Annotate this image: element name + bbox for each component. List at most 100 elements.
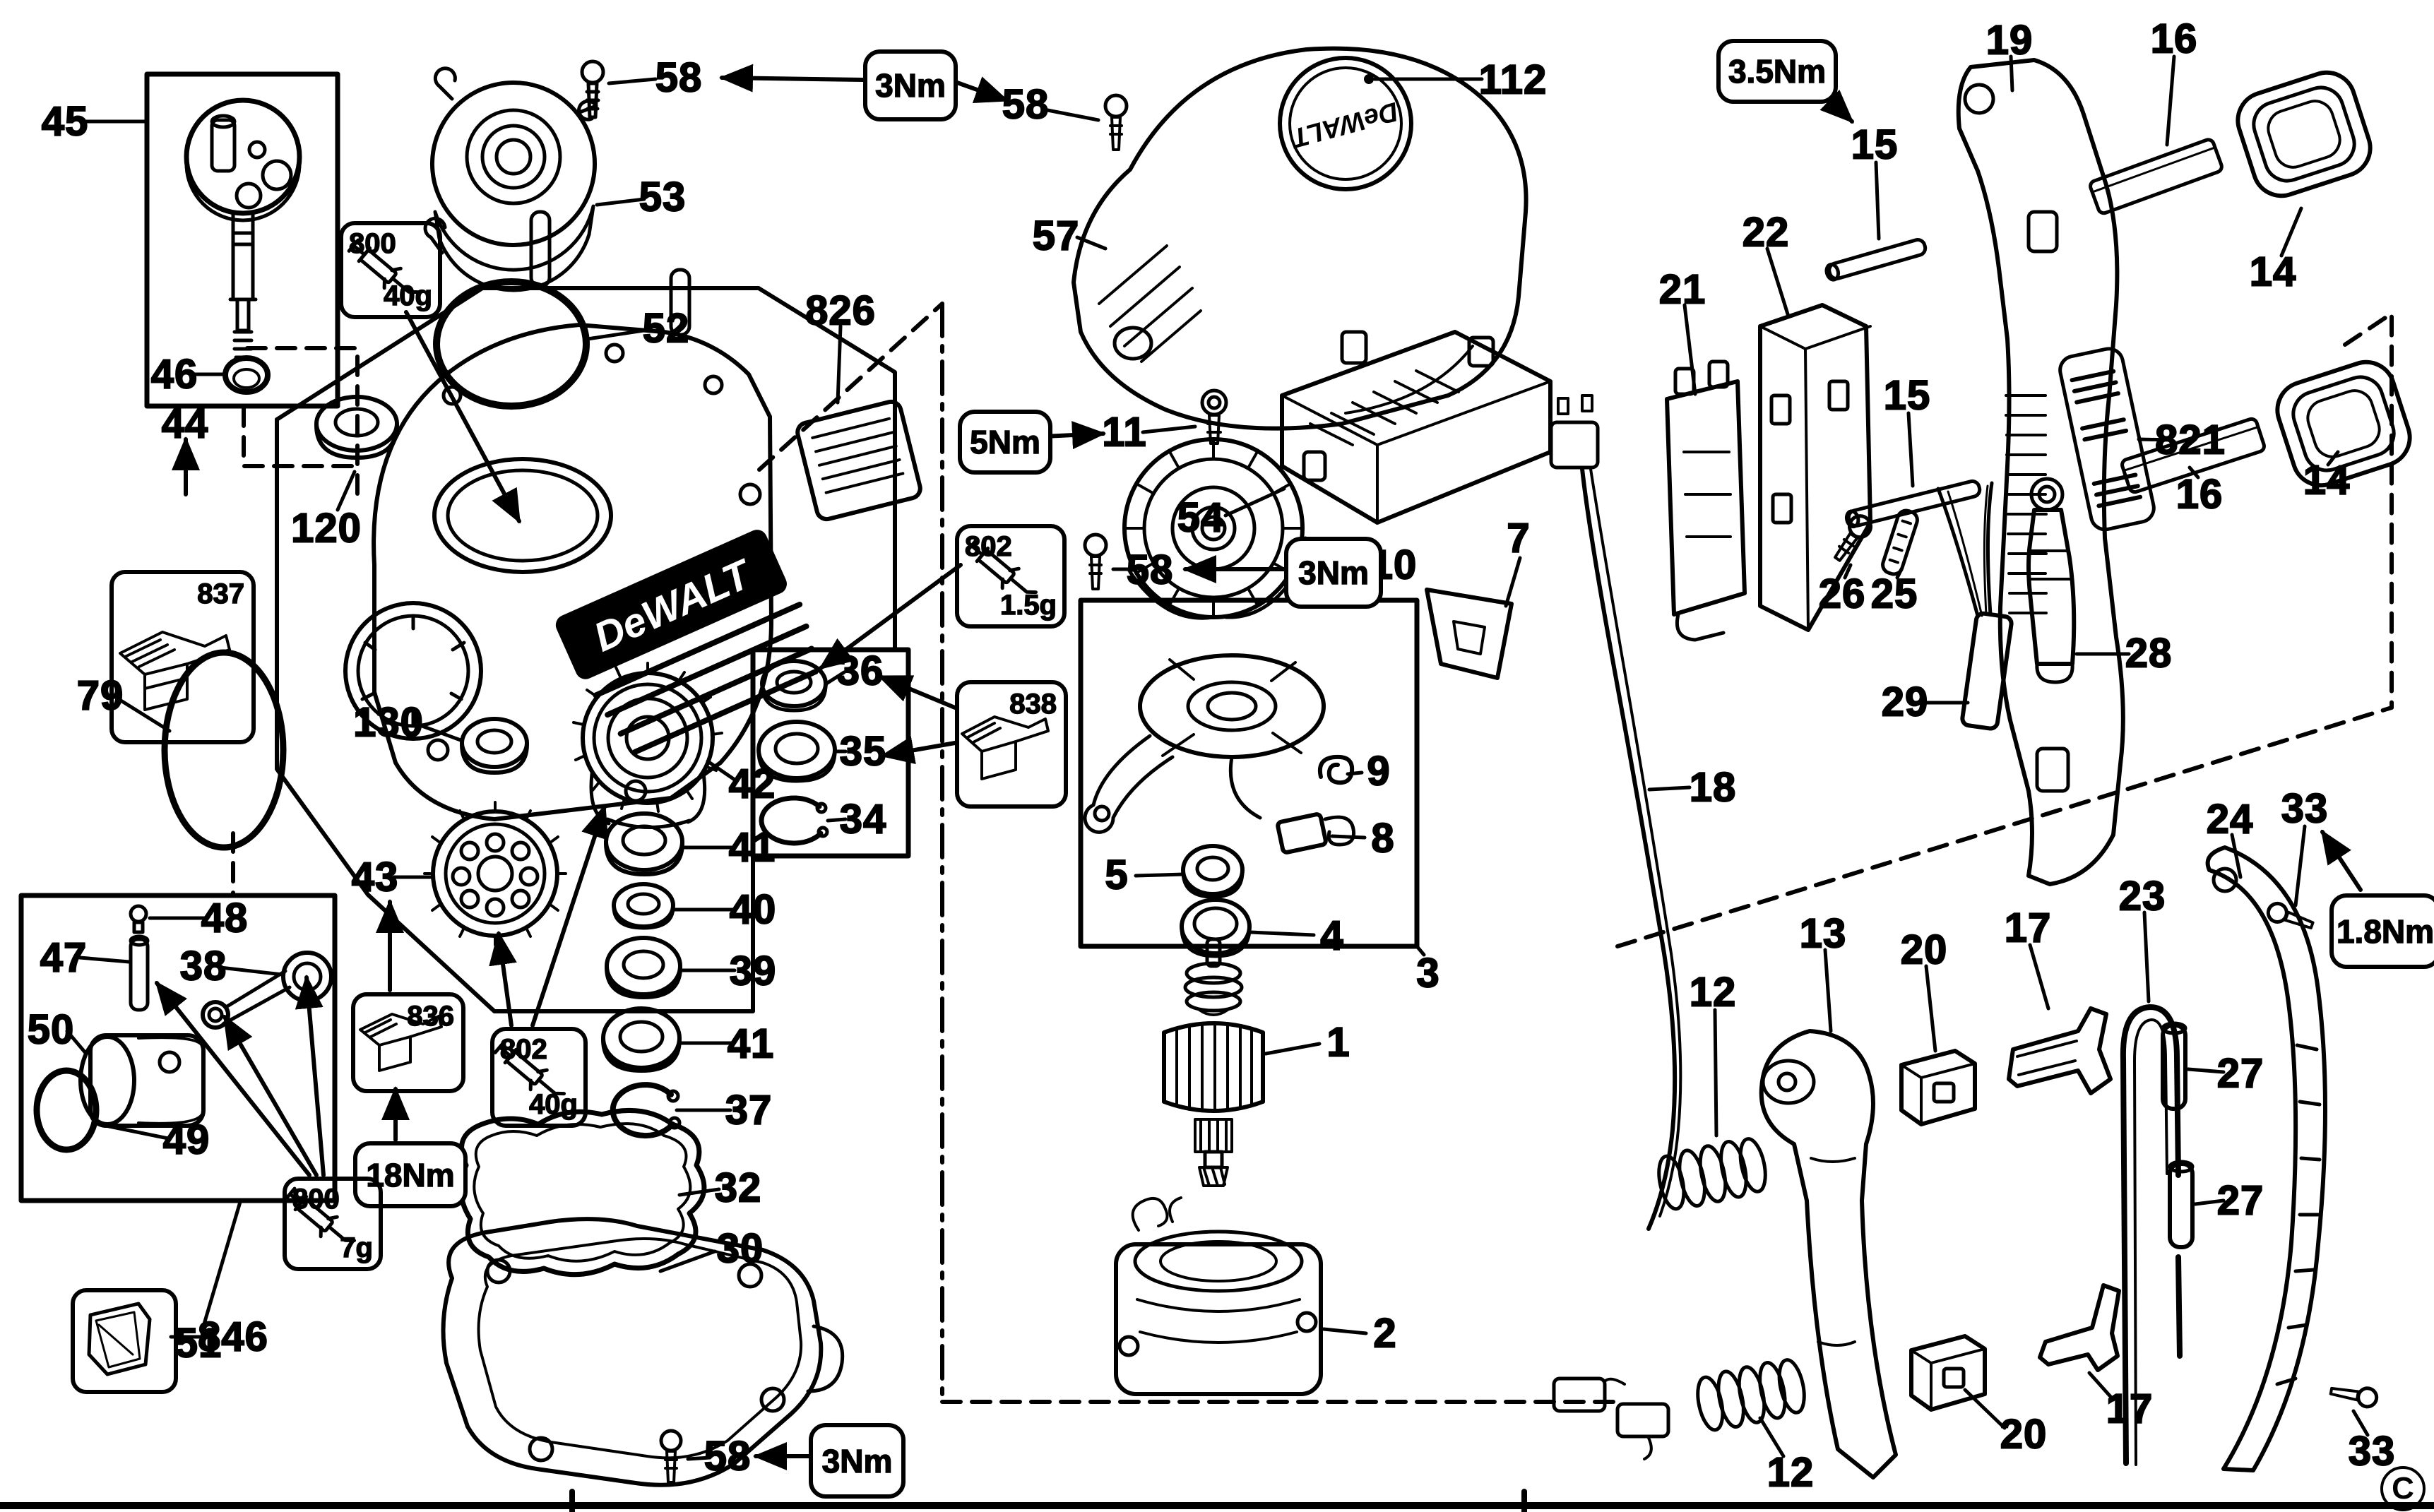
part-label-7: 7 <box>1506 515 1531 562</box>
part-label-1: 1 <box>1326 1019 1350 1066</box>
part-36-bearing-drawing <box>760 659 828 713</box>
part-label-50: 50 <box>27 1006 75 1054</box>
part-33a-screw-drawing <box>2266 901 2315 930</box>
part-43-gear-drawing <box>423 801 567 946</box>
part-label-79: 79 <box>76 672 124 720</box>
part-label-130: 130 <box>352 699 424 746</box>
part-label-33: 33 <box>2281 785 2329 833</box>
part-label-28: 28 <box>2125 630 2173 677</box>
part-label-27: 27 <box>2216 1177 2264 1225</box>
part-57-cover-drawing <box>1071 46 1528 431</box>
grease-amount: 7g <box>340 1232 374 1264</box>
part-27b-pin-drawing <box>2168 1160 2195 1249</box>
part-8-brush-drawing <box>1276 812 1356 855</box>
part-label-24: 24 <box>2206 796 2254 843</box>
part-5-bearing-drawing <box>1181 844 1245 899</box>
bag-box-846 <box>71 1288 178 1394</box>
part-label-21: 21 <box>1658 266 1706 314</box>
part-58-screw-c <box>1083 532 1108 590</box>
part-label-40: 40 <box>729 886 777 934</box>
part-16a-bar-drawing <box>2089 138 2224 215</box>
part-label-15: 15 <box>1883 372 1931 419</box>
detail-box-3 <box>1078 597 1420 949</box>
torque-label-1.8nm: 1.8Nm <box>2329 893 2434 969</box>
part-label-2: 2 <box>1372 1310 1397 1357</box>
part-10-fan-drawing <box>1122 437 1305 620</box>
part-label-41: 41 <box>727 1020 775 1068</box>
part-49-oring-drawing <box>33 1067 100 1153</box>
part-label-33: 33 <box>2348 1428 2396 1475</box>
part-30-cover-drawing <box>441 1217 845 1487</box>
part-58-screw-d <box>659 1429 683 1484</box>
grease-amount: 1.5g <box>999 589 1057 621</box>
part-40-ring-drawing <box>612 882 675 930</box>
part-label-39: 39 <box>729 948 777 995</box>
part-48-pin-drawing <box>129 904 148 934</box>
part-label-120: 120 <box>290 505 362 552</box>
part-label-3: 3 <box>1415 950 1440 997</box>
part-label-8: 8 <box>1370 815 1395 862</box>
kit-label-837: 837 <box>109 570 256 744</box>
part-label-44: 44 <box>161 400 209 448</box>
part-label-52: 52 <box>642 305 690 352</box>
part-label-51: 51 <box>174 1320 222 1367</box>
part-label-17: 17 <box>2004 905 2052 952</box>
part-38-conrod-drawing <box>201 951 333 1030</box>
syringe-icons <box>283 238 1038 1243</box>
part-label-46: 46 <box>150 351 198 398</box>
part-20a-button-drawing <box>1899 1049 1977 1126</box>
part-label-20: 20 <box>1900 927 1948 974</box>
torque-label-3nm: 3Nm <box>1284 537 1383 609</box>
part-label-35: 35 <box>839 728 887 775</box>
part-18-cable-drawing <box>1549 394 1682 1460</box>
part-label-53: 53 <box>639 174 687 221</box>
part-20b-button-drawing <box>1909 1334 1987 1412</box>
part-label-14: 14 <box>2249 249 2297 296</box>
kit-tray-icons <box>119 631 1050 1072</box>
part-label-37: 37 <box>725 1087 773 1134</box>
part-label-20: 20 <box>2000 1411 2048 1458</box>
part-label-112: 112 <box>1478 56 1548 104</box>
kit-code: 838 <box>1009 688 1057 720</box>
part-label-821: 821 <box>2154 417 2226 464</box>
part-34-snapring-drawing <box>759 795 829 846</box>
part-label-36: 36 <box>836 648 884 695</box>
copyright-mark: C <box>2380 1466 2426 1511</box>
part-label-22: 22 <box>1742 209 1790 256</box>
part-label-30: 30 <box>716 1225 764 1273</box>
torque-label-3nm: 3Nm <box>809 1423 906 1499</box>
part-21-bracket-drawing <box>1665 359 1747 642</box>
part-label-846: 846 <box>197 1314 268 1361</box>
part-label-12: 12 <box>1767 1449 1815 1496</box>
part-17b-lever-drawing <box>2038 1283 2121 1372</box>
part-41a-bearing-drawing <box>604 811 684 876</box>
grease-code: 802 <box>499 1033 547 1066</box>
part-3-brushholder-drawing <box>1083 653 1326 834</box>
torque-label-3nm: 3Nm <box>863 49 958 121</box>
part-label-16: 16 <box>2175 471 2224 518</box>
part-47-pin-drawing <box>129 934 150 1012</box>
part-26-screw-drawing <box>1834 514 1872 562</box>
part-46-oring-drawing <box>222 355 271 395</box>
part-label-12: 12 <box>1689 969 1737 1016</box>
detail-box-51 <box>18 893 338 1203</box>
part-label-14: 14 <box>2303 457 2351 504</box>
part-45-crank-drawing <box>184 97 302 359</box>
part-label-9: 9 <box>1366 748 1391 795</box>
part-826-label-drawing <box>795 399 922 522</box>
torque-label-3.5nm: 3.5Nm <box>1716 39 1838 104</box>
part-label-13: 13 <box>1799 910 1847 958</box>
part-821-label-drawing <box>2058 347 2156 532</box>
part-2-field-drawing <box>1114 1196 1323 1396</box>
part-7-bracket-drawing <box>1425 588 1514 680</box>
part-24-cover-drawing <box>2205 845 2327 1472</box>
grease-code: 802 <box>964 530 1012 563</box>
part-label-5: 5 <box>1104 852 1129 899</box>
part-13-handle-drawing <box>1759 1029 1898 1480</box>
part-label-49: 49 <box>162 1117 210 1164</box>
kit-label-836: 836 <box>351 992 465 1093</box>
grease-code: 800 <box>348 227 396 260</box>
